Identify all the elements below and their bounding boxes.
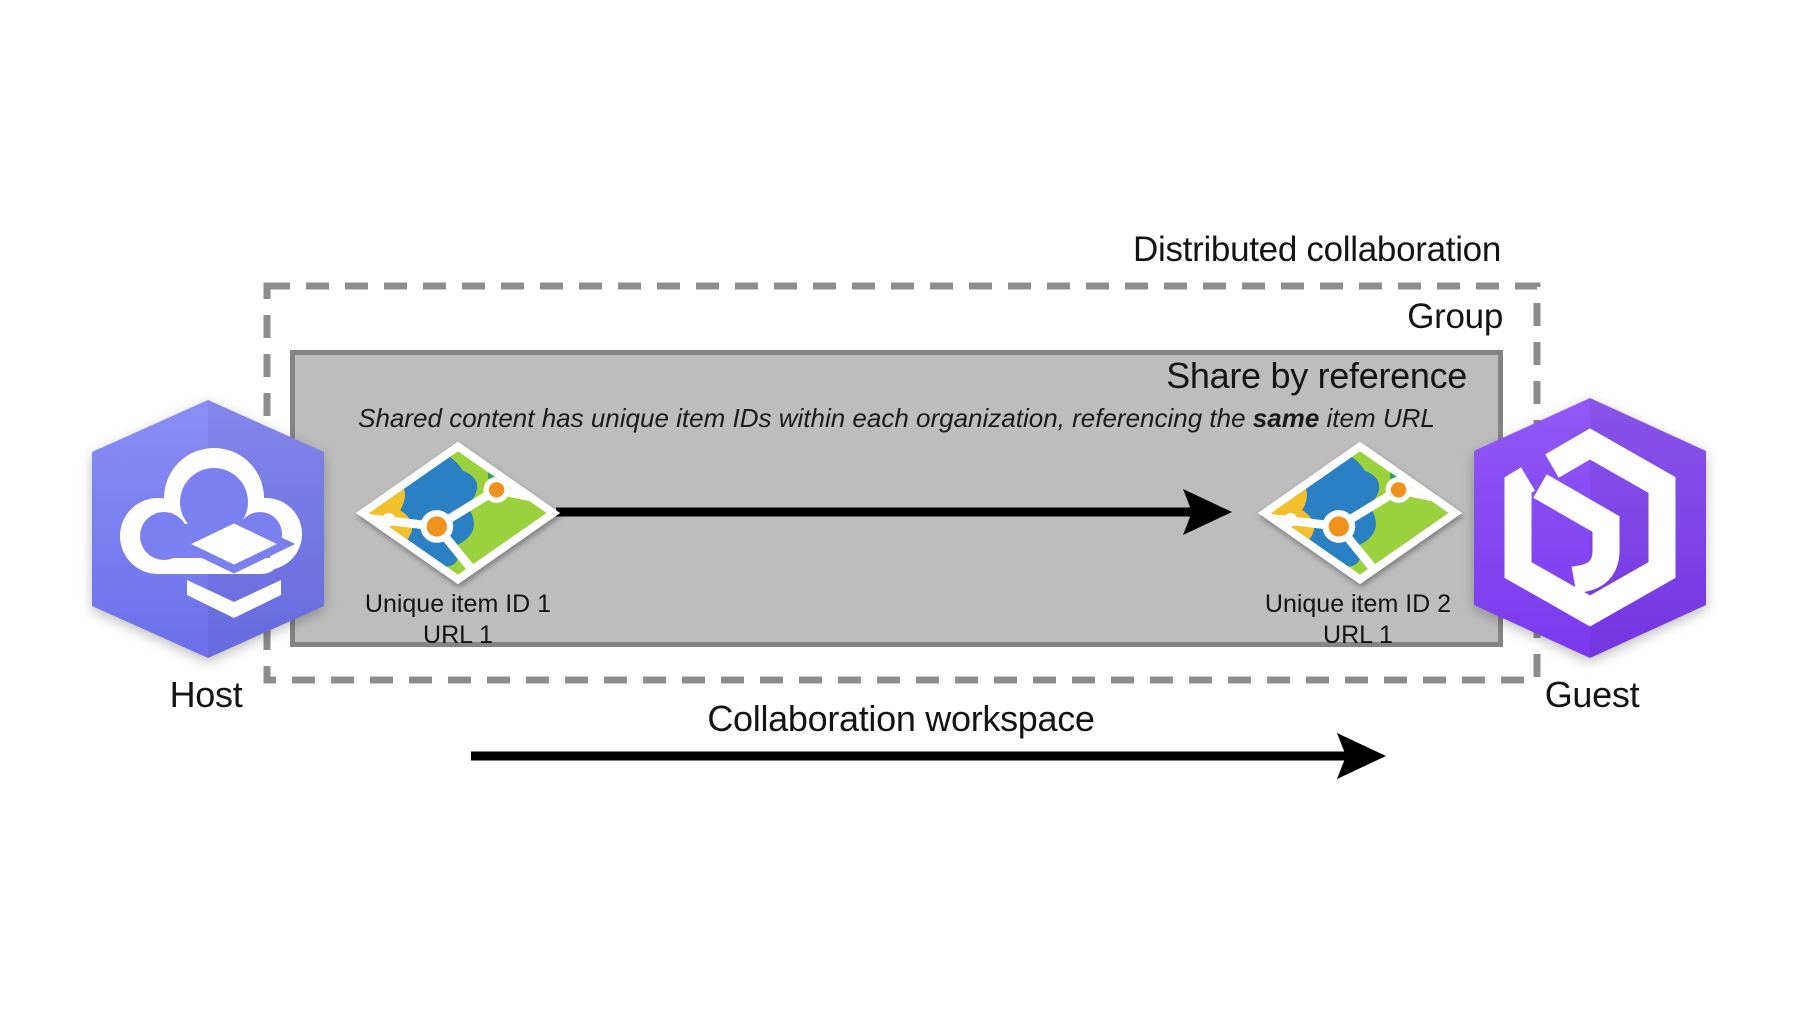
right-item-label: Unique item ID 2 URL 1 xyxy=(1228,589,1488,651)
left-item-label: Unique item ID 1 URL 1 xyxy=(328,589,588,651)
arcgis-enterprise-hexagon-icon xyxy=(92,400,324,658)
map-art xyxy=(1271,451,1449,575)
group-label: Group xyxy=(1407,297,1503,336)
right-item-id: Unique item ID 2 xyxy=(1264,590,1452,618)
share-arrow xyxy=(556,489,1232,535)
guest-label: Guest xyxy=(1544,674,1640,715)
left-item-id: Unique item ID 1 xyxy=(364,590,552,618)
web-map-item-icon xyxy=(1257,441,1463,585)
web-map-item-icon xyxy=(355,441,561,585)
host-label: Host xyxy=(169,674,243,715)
subtitle-prefix: Shared content has unique item IDs withi… xyxy=(358,403,1253,433)
map-art xyxy=(369,451,547,575)
cloud-layers-glyph xyxy=(120,448,302,618)
arcgis-online-hexagon-icon xyxy=(1474,398,1706,658)
subtitle-bold-word: same xyxy=(1252,403,1320,433)
left-item-url: URL 1 xyxy=(423,621,493,649)
subtitle-suffix: item URL xyxy=(1319,403,1435,433)
share-box-subtitle: Shared content has unique item IDs withi… xyxy=(290,403,1503,434)
diagram-title: Distributed collaboration xyxy=(1133,230,1501,269)
right-item-url: URL 1 xyxy=(1323,621,1393,649)
workspace-arrow xyxy=(471,733,1386,779)
workspace-label: Collaboration workspace xyxy=(707,698,1095,739)
online-loop-glyph xyxy=(1504,428,1676,627)
share-box-title: Share by reference xyxy=(1166,355,1467,396)
